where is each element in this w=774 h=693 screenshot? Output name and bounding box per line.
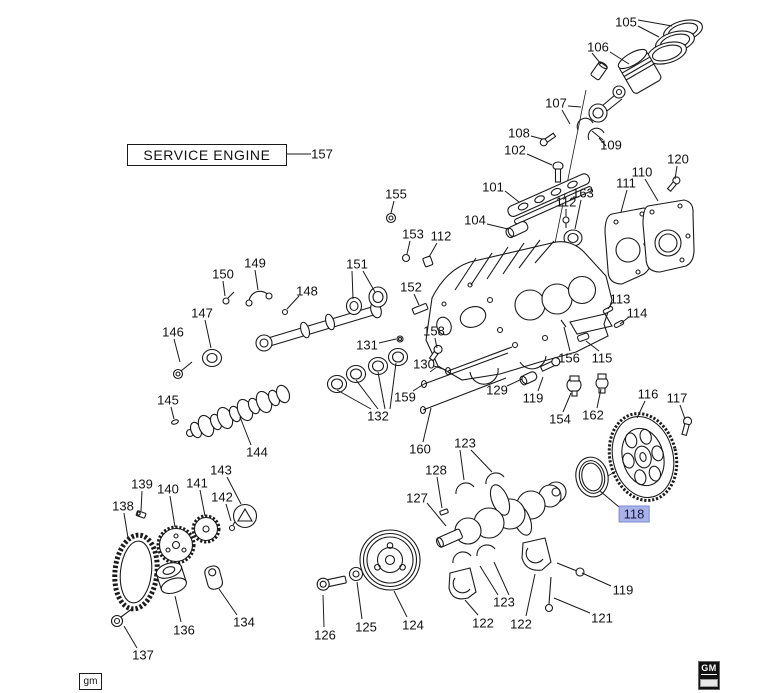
part-label-139: 139 bbox=[131, 476, 153, 492]
part-label-140: 140 bbox=[157, 481, 179, 497]
part-label-118-selected[interactable]: 118 bbox=[618, 505, 650, 523]
part-label-154: 154 bbox=[549, 411, 571, 427]
part-label-144: 144 bbox=[246, 444, 268, 460]
part-label-116: 116 bbox=[637, 386, 659, 402]
part-label-149: 149 bbox=[244, 255, 266, 271]
sensors-drawing bbox=[519, 319, 609, 397]
gm-small-text: gm bbox=[83, 676, 98, 687]
part-label-151: 151 bbox=[346, 256, 368, 272]
part-label-114: 114 bbox=[626, 305, 648, 321]
engine-block-drawing bbox=[425, 239, 613, 385]
part-label-138: 138 bbox=[112, 498, 134, 514]
part-label-125: 125 bbox=[355, 619, 377, 635]
part-label-112: 112 bbox=[555, 194, 577, 210]
bearing-caps-drawing bbox=[448, 537, 585, 613]
rear-seal-drawing bbox=[575, 456, 609, 498]
part-label-129: 129 bbox=[486, 382, 508, 398]
part-label-146: 146 bbox=[162, 324, 184, 340]
part-label-158: 158 bbox=[423, 323, 445, 339]
part-label-101: 101 bbox=[482, 179, 504, 195]
part-label-120: 120 bbox=[667, 151, 689, 167]
piston-rings-drawing bbox=[647, 19, 703, 65]
part-label-115: 115 bbox=[591, 350, 613, 366]
part-label-163: 163 bbox=[572, 185, 594, 201]
part-label-123: 123 bbox=[493, 594, 515, 610]
valley-parts-drawing bbox=[385, 161, 593, 315]
part-label-102: 102 bbox=[504, 142, 526, 158]
part-label-155: 155 bbox=[385, 186, 407, 202]
part-label-137: 137 bbox=[132, 647, 154, 663]
part-label-110: 110 bbox=[631, 164, 653, 180]
part-label-111: 111 bbox=[616, 175, 636, 191]
part-label-126: 126 bbox=[314, 627, 336, 643]
part-label-127: 127 bbox=[406, 490, 428, 506]
cam-bearings-drawing bbox=[326, 335, 409, 394]
part-label-124: 124 bbox=[402, 617, 424, 633]
part-label-131: 131 bbox=[356, 337, 378, 353]
part-label-122: 122 bbox=[472, 615, 494, 631]
part-label-112: 112 bbox=[430, 228, 452, 244]
part-label-148: 148 bbox=[296, 283, 318, 299]
part-label-117: 117 bbox=[666, 390, 688, 406]
part-label-150: 150 bbox=[212, 266, 234, 282]
flywheel-drawing bbox=[607, 412, 679, 502]
part-label-143: 143 bbox=[210, 462, 232, 478]
piston-drawing bbox=[590, 48, 662, 94]
part-label-141: 141 bbox=[186, 475, 208, 491]
leader-lines bbox=[123, 19, 686, 649]
part-label-119: 119 bbox=[522, 390, 544, 406]
gm-badge-strip bbox=[700, 679, 718, 687]
part-label-153: 153 bbox=[402, 226, 424, 242]
crankshaft-drawing bbox=[435, 472, 567, 548]
gm-badge-text: GM bbox=[701, 663, 717, 675]
part-label-142: 142 bbox=[211, 489, 233, 505]
part-label-106: 106 bbox=[587, 39, 609, 55]
part-label-134: 134 bbox=[233, 614, 255, 630]
part-label-113: 113 bbox=[609, 291, 631, 307]
part-label-159: 159 bbox=[394, 389, 416, 405]
service-engine-box: SERVICE ENGINE bbox=[127, 144, 287, 166]
camshaft-drawing bbox=[171, 348, 291, 439]
part-label-152: 152 bbox=[400, 279, 422, 295]
part-label-121: 121 bbox=[591, 610, 613, 626]
part-label-136: 136 bbox=[173, 622, 195, 638]
part-label-157: 157 bbox=[311, 146, 333, 162]
gm-logo-badge: GM bbox=[698, 661, 720, 690]
part-label-107: 107 bbox=[545, 95, 567, 111]
timing-set-drawing bbox=[110, 503, 258, 628]
balancer-drawing bbox=[316, 529, 421, 591]
part-label-109: 109 bbox=[600, 137, 622, 153]
part-label-130: 130 bbox=[413, 356, 435, 372]
part-label-104: 104 bbox=[464, 212, 486, 228]
part-label-145: 145 bbox=[157, 392, 179, 408]
part-label-160: 160 bbox=[409, 441, 431, 457]
front-cover-drawing bbox=[602, 176, 695, 437]
part-label-122: 122 bbox=[510, 616, 532, 632]
part-label-119: 119 bbox=[612, 582, 634, 598]
part-label-128: 128 bbox=[425, 462, 447, 478]
oil-gallery-rods-drawing bbox=[419, 344, 513, 415]
part-label-132: 132 bbox=[367, 408, 389, 424]
part-label-162: 162 bbox=[582, 407, 604, 423]
connecting-rod-drawing bbox=[539, 85, 626, 147]
part-label-108: 108 bbox=[508, 125, 530, 141]
part-label-156: 156 bbox=[558, 350, 580, 366]
part-label-123: 123 bbox=[454, 435, 476, 451]
gm-small-box: gm bbox=[79, 673, 102, 690]
service-engine-label: SERVICE ENGINE bbox=[143, 147, 271, 163]
part-label-105: 105 bbox=[615, 14, 637, 30]
part-label-147: 147 bbox=[191, 305, 213, 321]
balance-shaft-drawing bbox=[222, 286, 388, 352]
